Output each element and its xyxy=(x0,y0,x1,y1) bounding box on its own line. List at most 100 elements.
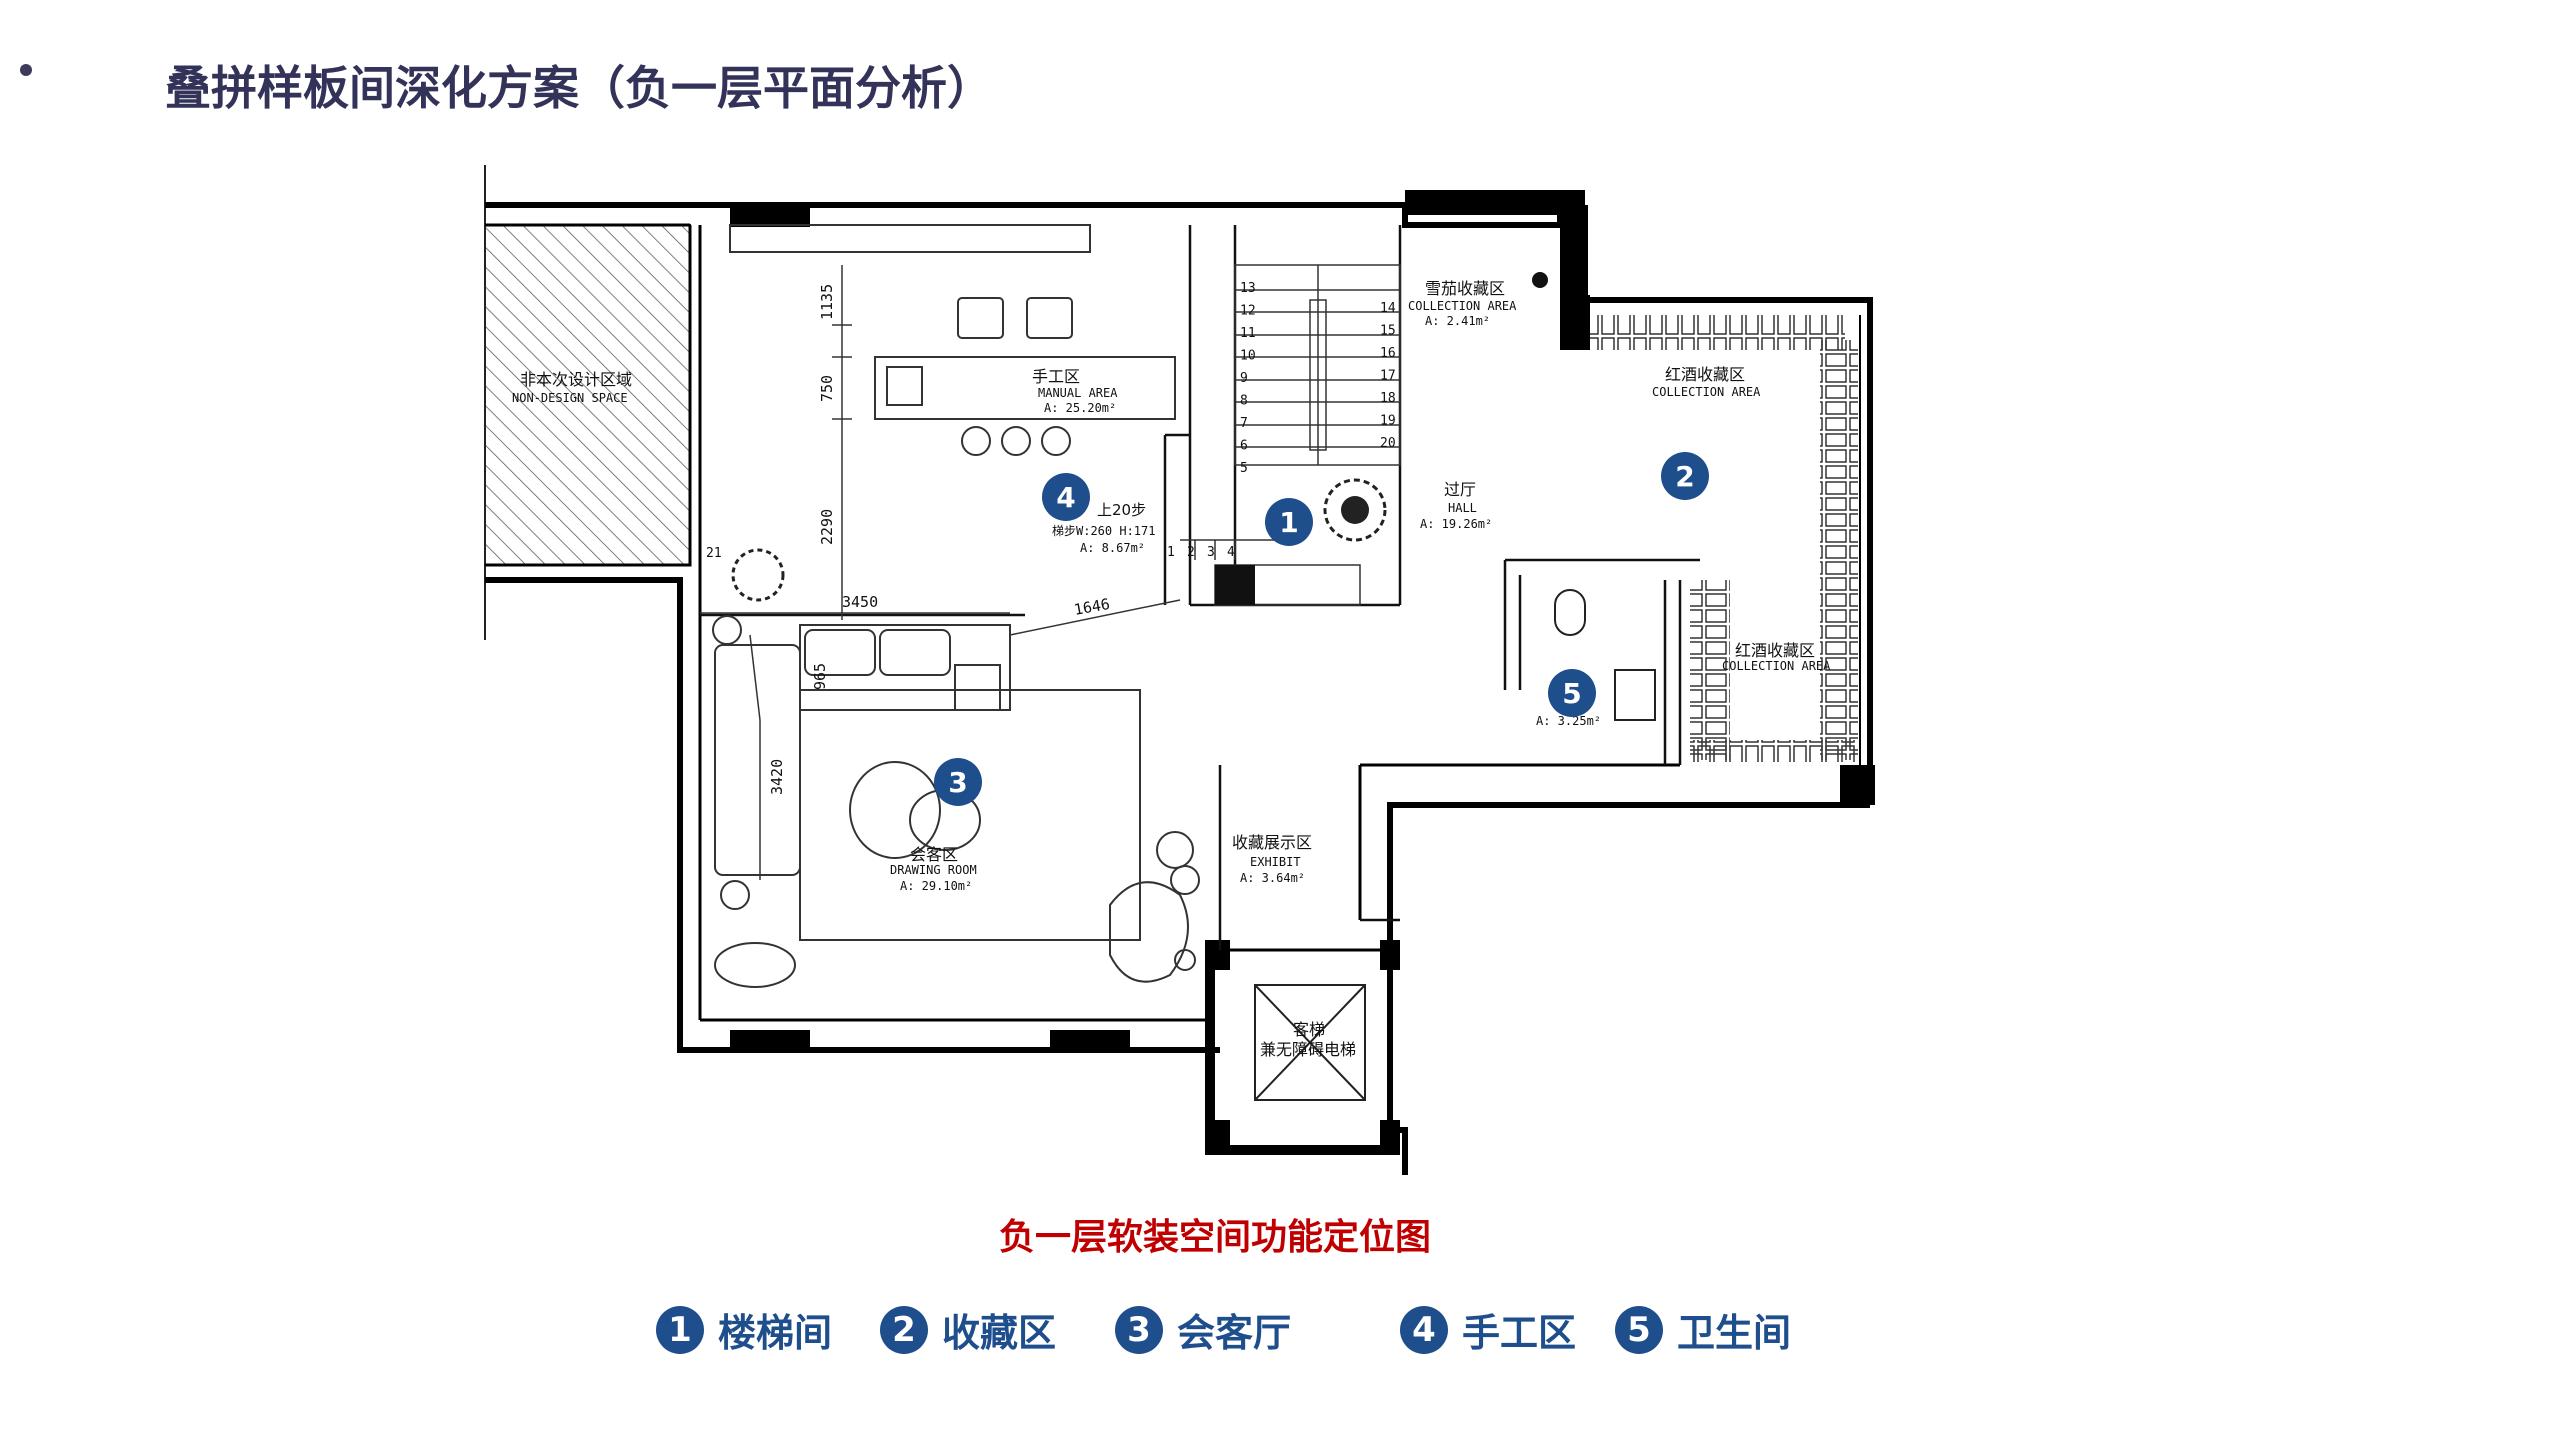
badge-3-number: 3 xyxy=(948,766,967,799)
legend-item-stairwell: 1 楼梯间 xyxy=(656,1302,832,1357)
stair-step-number: 2 xyxy=(1187,545,1195,560)
stair-step-number: 11 xyxy=(1240,326,1256,341)
legend-label: 收藏区 xyxy=(942,1311,1057,1355)
stair-step-number: 6 xyxy=(1240,439,1248,454)
manual-counter xyxy=(874,356,1176,420)
stairs-up: 上20步 xyxy=(1097,501,1146,519)
plan-caption-text: 负一层软装空间功能定位图 xyxy=(998,1217,1431,1258)
legend: 1 楼梯间 2 收藏区 3 会客厅 4 手工区 5 卫生间 xyxy=(0,1302,2560,1362)
cigar-area: A: 2.41m² xyxy=(1425,314,1490,328)
stairs-area: A: 8.67m² xyxy=(1080,541,1145,555)
wc-area: A: 3.25m² xyxy=(1536,714,1601,728)
dim-3420: 3420 xyxy=(768,759,786,795)
hall-label-cn: 过厅 xyxy=(1444,480,1476,499)
cigar-label-cn: 雪茄收藏区 xyxy=(1425,279,1505,298)
stair-step-number: 12 xyxy=(1240,304,1256,319)
hall-label-en: HALL xyxy=(1448,501,1477,515)
legend-num: 2 xyxy=(880,1305,928,1354)
washbasin-icon xyxy=(1614,669,1656,721)
legend-item-manual: 4 手工区 xyxy=(1400,1302,1576,1357)
legend-label: 手工区 xyxy=(1462,1311,1577,1355)
hall-plant-icon xyxy=(1323,478,1387,542)
cigar-label-en: COLLECTION AREA xyxy=(1408,299,1517,313)
stair-step-number: 20 xyxy=(1380,436,1396,451)
stair-step-number: 16 xyxy=(1380,346,1396,361)
exhibit-label-cn: 收藏展示区 xyxy=(1232,833,1312,852)
wine-side-cn: 红酒收藏区 xyxy=(1735,641,1815,660)
plan-caption: 负一层软装空间功能定位图 xyxy=(0,1208,2560,1260)
dim-3450: 3450 xyxy=(842,593,878,611)
drawing-label-cn: 会客区 xyxy=(910,845,958,864)
partitions xyxy=(700,225,1700,950)
elevator-label: 客梯 xyxy=(1293,1020,1325,1039)
elevator xyxy=(1254,984,1366,1101)
stool xyxy=(1001,426,1031,456)
title-bullet xyxy=(20,64,32,76)
drawing-area: A: 29.10m² xyxy=(900,879,972,893)
manual-label-cn: 手工区 xyxy=(1032,367,1080,386)
stair-step-number: 5 xyxy=(1240,461,1248,476)
staircase xyxy=(1180,264,1401,606)
stair-step-number: 3 xyxy=(1207,545,1215,560)
stool xyxy=(961,426,991,456)
badge-5-number: 5 xyxy=(1562,677,1581,710)
wine-shelf-top xyxy=(1590,315,1845,350)
wine-top-en: COLLECTION AREA xyxy=(1652,385,1761,399)
dim-21: 21 xyxy=(706,546,722,561)
dim-1646: 1646 xyxy=(1073,595,1112,619)
exhibit-label-en: EXHIBIT xyxy=(1250,855,1301,869)
stair-step-number: 8 xyxy=(1240,394,1248,409)
legend-num: 4 xyxy=(1400,1305,1448,1354)
stair-step-number: 9 xyxy=(1240,371,1248,386)
page-title: 叠拼样板间深化方案（负一层平面分析） xyxy=(165,61,993,115)
badge-1: 1 xyxy=(1265,498,1313,546)
stair-block xyxy=(1215,565,1255,605)
heavy-walls xyxy=(730,190,1875,1150)
stair-step-number: 4 xyxy=(1227,545,1235,560)
elevator-label-2: 兼无障碍电梯 xyxy=(1260,1040,1356,1059)
badge-2: 2 xyxy=(1661,452,1709,500)
wine-shelf-inner xyxy=(1690,580,1730,760)
badge-4: 4 xyxy=(1042,473,1090,521)
legend-num: 3 xyxy=(1115,1305,1163,1354)
manual-chair xyxy=(1026,297,1073,339)
walls xyxy=(485,202,1873,1175)
dim-1135: 1135 xyxy=(818,284,836,320)
legend-num: 1 xyxy=(656,1305,704,1354)
wine-top-cn: 红酒收藏区 xyxy=(1665,365,1745,384)
stair-step-number: 15 xyxy=(1380,324,1396,339)
stair-step-number: 18 xyxy=(1380,391,1396,406)
legend-item-restroom: 5 卫生间 xyxy=(1615,1302,1791,1357)
badge-1-number: 1 xyxy=(1279,506,1298,539)
manual-chair xyxy=(957,297,1004,339)
drawing-plant-icon xyxy=(731,548,785,602)
toilet-icon xyxy=(1554,589,1586,636)
manual-area: A: 25.20m² xyxy=(1044,401,1116,415)
legend-item-drawing-room: 3 会客厅 xyxy=(1115,1302,1291,1357)
legend-num: 5 xyxy=(1615,1305,1663,1354)
legend-label: 会客厅 xyxy=(1177,1311,1292,1355)
stair-step-number: 17 xyxy=(1380,369,1396,384)
non-design-cn: 非本次设计区域 xyxy=(520,370,632,389)
manual-label-en: MANUAL AREA xyxy=(1038,386,1118,400)
stairs-spec: 梯步W:260 H:171 xyxy=(1052,524,1155,538)
badge-4-number: 4 xyxy=(1056,481,1075,514)
cigar-icon xyxy=(1532,272,1548,288)
stool xyxy=(1041,426,1071,456)
sink-icon xyxy=(886,366,923,406)
dimensions xyxy=(700,265,1181,880)
badge-2-number: 2 xyxy=(1675,460,1694,493)
legend-label: 卫生间 xyxy=(1677,1311,1792,1355)
dim-750: 750 xyxy=(818,375,836,402)
dim-2290: 2290 xyxy=(818,509,836,545)
non-design-en: NON-DESIGN SPACE xyxy=(512,391,628,405)
wine-shelf-right xyxy=(1820,340,1858,760)
badge-3: 3 xyxy=(934,758,982,806)
exhibit-area: A: 3.64m² xyxy=(1240,871,1305,885)
stair-step-number: 7 xyxy=(1240,416,1248,431)
legend-label: 楼梯间 xyxy=(718,1311,833,1355)
non-design-zone xyxy=(484,224,691,566)
